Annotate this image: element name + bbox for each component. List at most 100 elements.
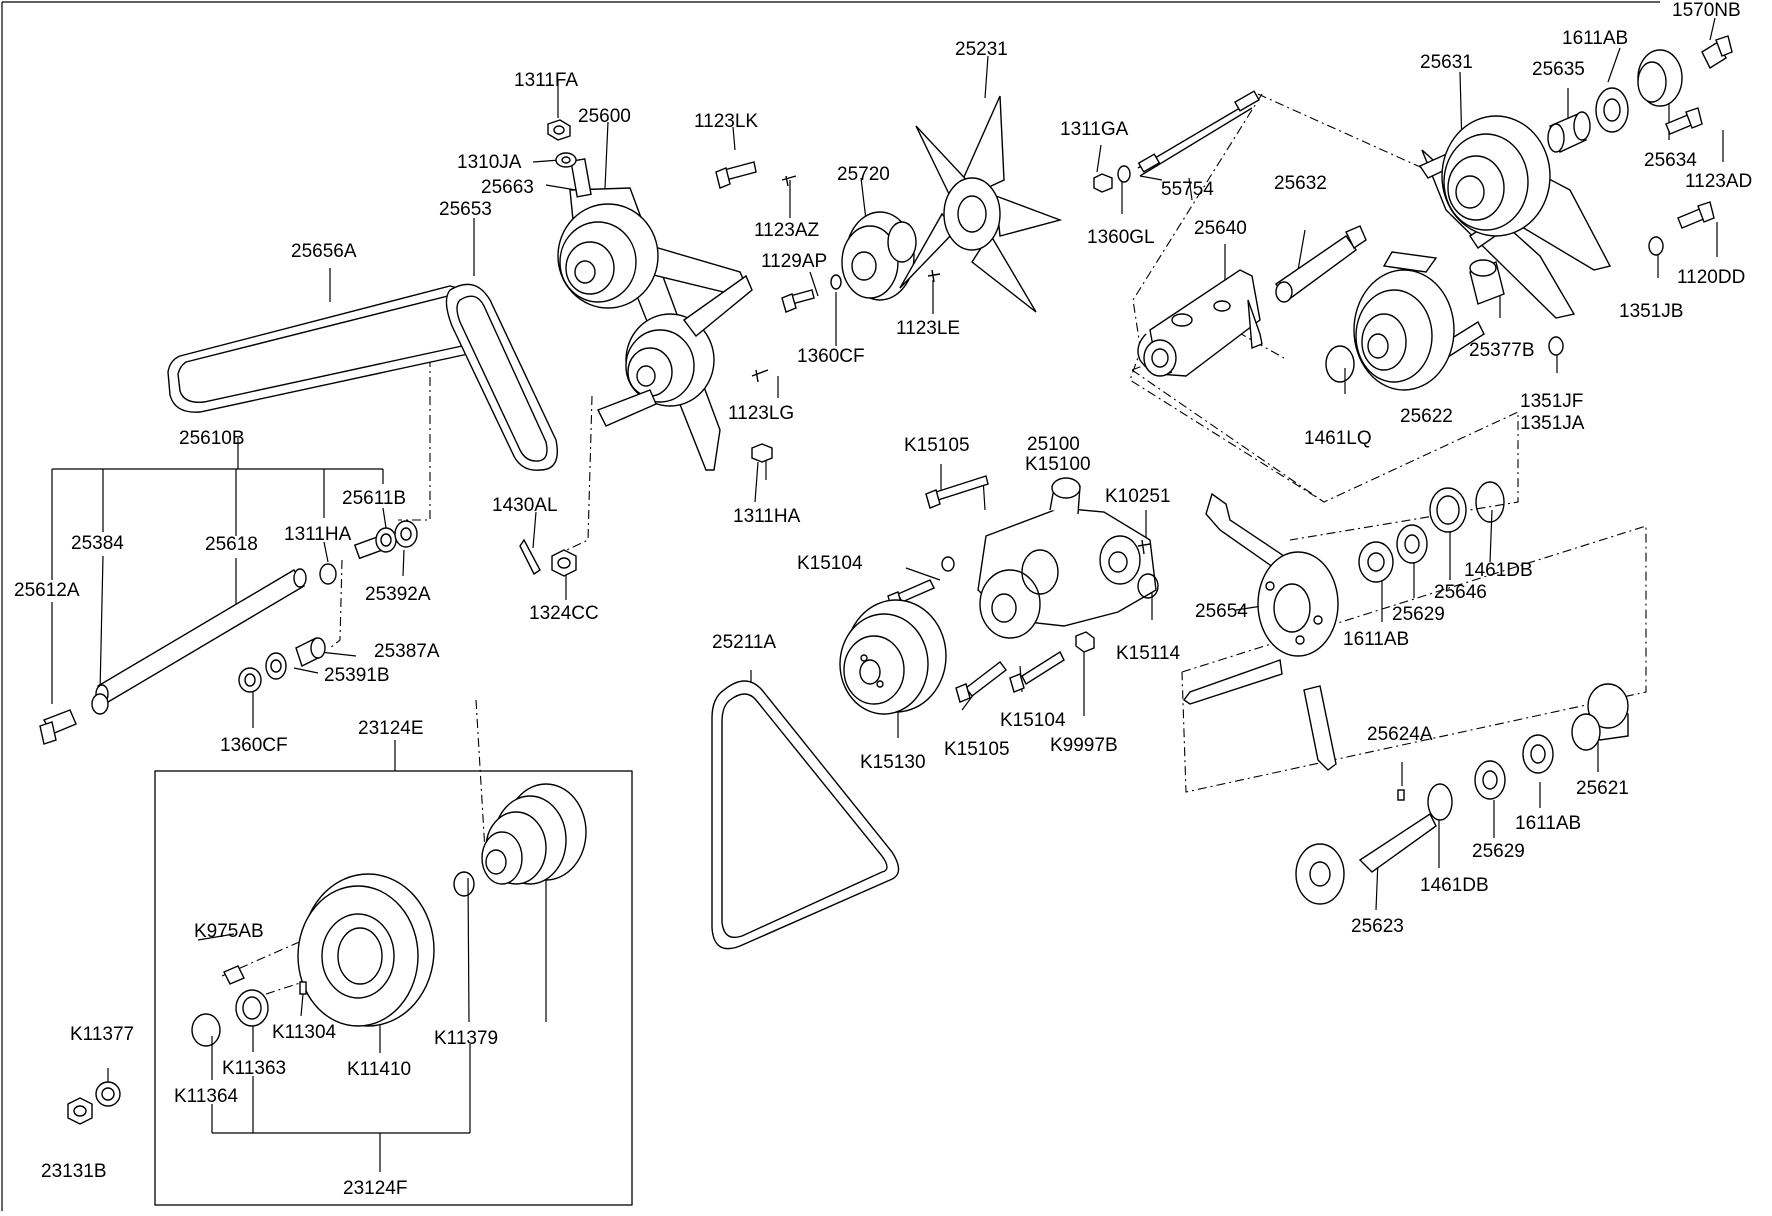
callout-label: 25663 [481, 177, 534, 198]
callout-label: K15105 [944, 739, 1010, 760]
callout-label: 1324CC [529, 603, 599, 624]
callout-label: K11410 [347, 1059, 411, 1080]
callout-label: 25391B [324, 665, 390, 686]
belt-25211a [711, 680, 900, 950]
callout-label: 23124E [358, 718, 424, 739]
callout-label: K9997B [1050, 735, 1118, 756]
callout-label: 1129AP [761, 251, 827, 272]
bolt-1123ad [1665, 107, 1703, 135]
oring-k11379 [453, 871, 475, 897]
washer-1310ja [555, 152, 577, 168]
bearing-25629-top [1396, 524, 1428, 564]
hub-25621 [1571, 683, 1629, 751]
callout-label: 25384 [71, 533, 124, 554]
callout-label: 1570NB [1672, 0, 1741, 21]
callout-label: 25231 [955, 39, 1008, 60]
washer-1351jb [1648, 236, 1664, 256]
bolt-1120dd [1677, 201, 1715, 229]
callout-label: 1430AL [492, 495, 558, 516]
crank-pulley-k11410 [297, 873, 435, 1027]
callout-label: 1360CF [220, 735, 288, 756]
callout-label: 25377B [1469, 340, 1535, 361]
callout-label: 1611AB [1343, 629, 1409, 650]
damper-23124e [481, 783, 587, 885]
callout-label: 25653 [439, 199, 492, 220]
nut-1311ha-right [751, 443, 773, 463]
bolt-k15105-bottom [955, 661, 1007, 703]
pulley-25631 [1418, 115, 1612, 319]
bushing-25387a [295, 637, 326, 667]
callout-label: 1360CF [797, 346, 865, 367]
callout-label: 25612A [14, 580, 80, 601]
pulley-25622 [1353, 251, 1485, 391]
oring-k11364 [191, 1013, 221, 1047]
bolt-1123az [781, 175, 797, 187]
housing-25640 [1137, 269, 1263, 377]
callout-label: 25621 [1576, 778, 1629, 799]
callout-label: 1360GL [1087, 227, 1155, 248]
fan-25231 [899, 95, 1063, 313]
callout-label: 25635 [1532, 59, 1585, 80]
callout-label: 1120DD [1677, 267, 1745, 288]
bearing-1611ab-bottom [1522, 734, 1554, 774]
callout-label: K11364 [174, 1086, 239, 1107]
key-25624a [1397, 789, 1405, 801]
callout-label: 1123LG [728, 403, 794, 424]
idler-pulley-25600 [557, 158, 753, 471]
callout-label: 25211A [712, 632, 776, 653]
ring-1461db-top [1475, 481, 1505, 523]
pin-k11304 [299, 981, 307, 995]
bolt-25612a [39, 709, 77, 745]
shaft-25632 [1275, 225, 1367, 303]
nut-1311ga [1093, 173, 1113, 193]
washer-25384 [91, 693, 109, 715]
shaft-25618 [95, 568, 307, 704]
callout-label: 1311HA [284, 524, 352, 545]
bushing-25377b [1469, 259, 1505, 305]
callout-label: 25623 [1351, 916, 1404, 937]
washer-1360gl [1117, 165, 1131, 183]
callout-label: 1461DB [1420, 875, 1489, 896]
callout-label: 25624A [1367, 724, 1433, 745]
callout-label: 1611AB [1515, 813, 1581, 834]
washer-1351jf [1548, 336, 1564, 356]
bearing-25629-bottom [1474, 760, 1506, 800]
bearing-1611ab-top [1595, 87, 1629, 133]
cotter-pin-1430al [519, 538, 541, 576]
seal-25646 [1429, 487, 1467, 533]
nut-23131b [67, 1097, 93, 1125]
nut-1311fa [547, 119, 571, 141]
callout-label: 25629 [1392, 604, 1445, 625]
callout-label: K15130 [860, 752, 926, 773]
bracket-25654 [1182, 492, 1339, 771]
belt-25653 [445, 283, 558, 471]
callout-label: 25387A [374, 641, 440, 662]
callout-label: 25622 [1400, 406, 1453, 427]
callout-label: 25634 [1644, 150, 1697, 171]
callout-label: 25646 [1434, 582, 1487, 603]
pulley-assembly-box [154, 770, 633, 1206]
callout-label: K11363 [222, 1058, 286, 1079]
nut-k9997b [1075, 631, 1095, 653]
callout-label: 25631 [1420, 52, 1473, 73]
callout-label: 1311HA [733, 506, 801, 527]
bushing-25391b [265, 652, 287, 680]
part-callouts: 1570NB 1611AB 25631 25635 25634 1123AD 1… [14, 0, 1752, 1199]
fitting-1570nb [1701, 35, 1733, 70]
callout-label: 1123LK [694, 111, 758, 132]
pulley-k15130 [839, 599, 947, 715]
bolt-k15104-bottom [1009, 650, 1065, 693]
callout-label: 25610B [179, 428, 245, 449]
callout-label: 1311GA [1060, 119, 1129, 140]
seal-25392a [394, 520, 418, 548]
callout-label: 1123AD [1685, 171, 1752, 192]
callout-label: 25632 [1274, 173, 1327, 194]
nut-1311ha-left [319, 563, 337, 585]
callout-label: 25392A [365, 584, 431, 605]
bolt-1123lk [715, 161, 757, 189]
bolt-1123le [927, 269, 941, 283]
callout-label: 25100 [1027, 434, 1080, 455]
bolt-1129ap [781, 289, 815, 313]
callout-label: 25600 [578, 106, 631, 127]
